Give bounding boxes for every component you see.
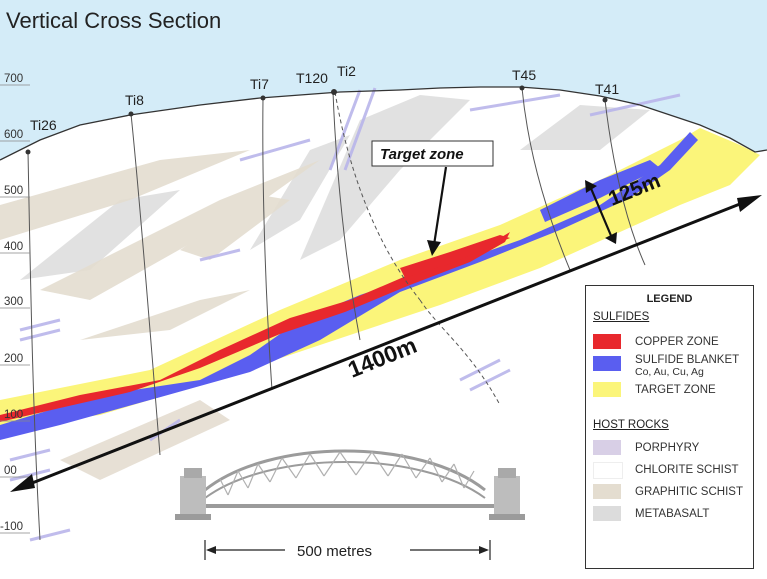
length-label: 1400m	[344, 332, 420, 383]
bridge-icon	[175, 449, 525, 520]
target-zone-callout: Target zone	[380, 146, 464, 163]
figure-title: Vertical Cross Section	[6, 8, 222, 33]
scale-arrow-right	[479, 546, 489, 554]
depth-label-300: 300	[4, 296, 23, 308]
scale-bar	[204, 540, 491, 560]
copper-lens	[400, 235, 510, 278]
legend-label-sulfide: SULFIDE BLANKET	[635, 354, 740, 366]
copper-zone-area	[0, 232, 510, 422]
legend-swatch-sulfide	[593, 356, 621, 371]
depth-label-600: 600	[4, 129, 23, 141]
depth-label-100: 100	[4, 409, 23, 421]
legend-swatch-copper	[593, 334, 621, 349]
scale-arrow-left	[206, 546, 216, 554]
legend-swatch-target	[593, 382, 621, 397]
target-zone-pointer-head	[427, 240, 441, 256]
depth-label-500: 500	[4, 185, 23, 197]
legend-label-chlorite: CHLORITE SCHIST	[635, 464, 739, 476]
scale-label: 500 metres	[297, 543, 372, 560]
depth-label-200: 200	[4, 353, 23, 365]
legend-label-porphyry: PORPHYRY	[635, 442, 700, 454]
length-arrow-head-right	[737, 195, 762, 212]
depth-label-00: 00	[4, 465, 17, 477]
graphitic-schist-unit	[0, 150, 320, 480]
drillhole-traces	[27, 87, 646, 541]
legend-swatch-porphyry	[593, 440, 621, 455]
depth-label-400: 400	[4, 241, 23, 253]
thickness-arrow-head-bottom	[605, 232, 617, 244]
legend-label-metabasalt: METABASALT	[635, 508, 710, 520]
drillhole-label-ti26: Ti26	[30, 117, 57, 133]
collar-markers	[25, 85, 608, 155]
depth-ticks	[0, 84, 30, 534]
drillhole-label-t45: T45	[512, 67, 536, 83]
legend-swatch-chlorite	[593, 462, 623, 479]
legend-sulfides-heading: SULFIDES	[593, 311, 650, 323]
legend-label-copper: COPPER ZONE	[635, 336, 719, 348]
sulfide-blanket-area	[0, 132, 698, 440]
sulfide-lens	[540, 160, 660, 222]
sky-area	[0, 0, 767, 160]
target-zone-pointer	[432, 166, 448, 246]
drillhole-label-ti8: Ti8	[125, 92, 144, 108]
depth-label-minus-100: -100	[0, 521, 23, 533]
thickness-arrow	[588, 185, 614, 239]
target-zone-callout-box	[371, 140, 494, 167]
drillhole-label-ti2: Ti2	[337, 63, 356, 79]
depth-label-700: 700	[4, 73, 23, 85]
drillhole-label-t120: T120	[296, 70, 328, 86]
legend-label-graphitic: GRAPHITIC SCHIST	[635, 486, 743, 498]
legend-sublabel-sulfide: Co, Au, Cu, Ag	[635, 366, 704, 378]
porphyry-dykes	[9, 87, 681, 542]
legend-title: LEGEND	[646, 293, 693, 305]
legend-swatch-graphitic	[593, 484, 621, 499]
thickness-arrow-head-top	[585, 180, 597, 193]
legend-host-rocks-heading: HOST ROCKS	[593, 419, 669, 431]
legend-swatch-metabasalt	[593, 506, 621, 521]
drillhole-label-ti7: Ti7	[250, 76, 269, 92]
legend-label-target: TARGET ZONE	[635, 384, 716, 396]
legend-box: LEGEND SULFIDES COPPER ZONE SULFIDE BLAN…	[585, 285, 754, 569]
length-arrow-line	[21, 198, 751, 489]
drillhole-label-t41: T41	[595, 81, 619, 97]
length-arrow-head-left	[10, 474, 35, 492]
